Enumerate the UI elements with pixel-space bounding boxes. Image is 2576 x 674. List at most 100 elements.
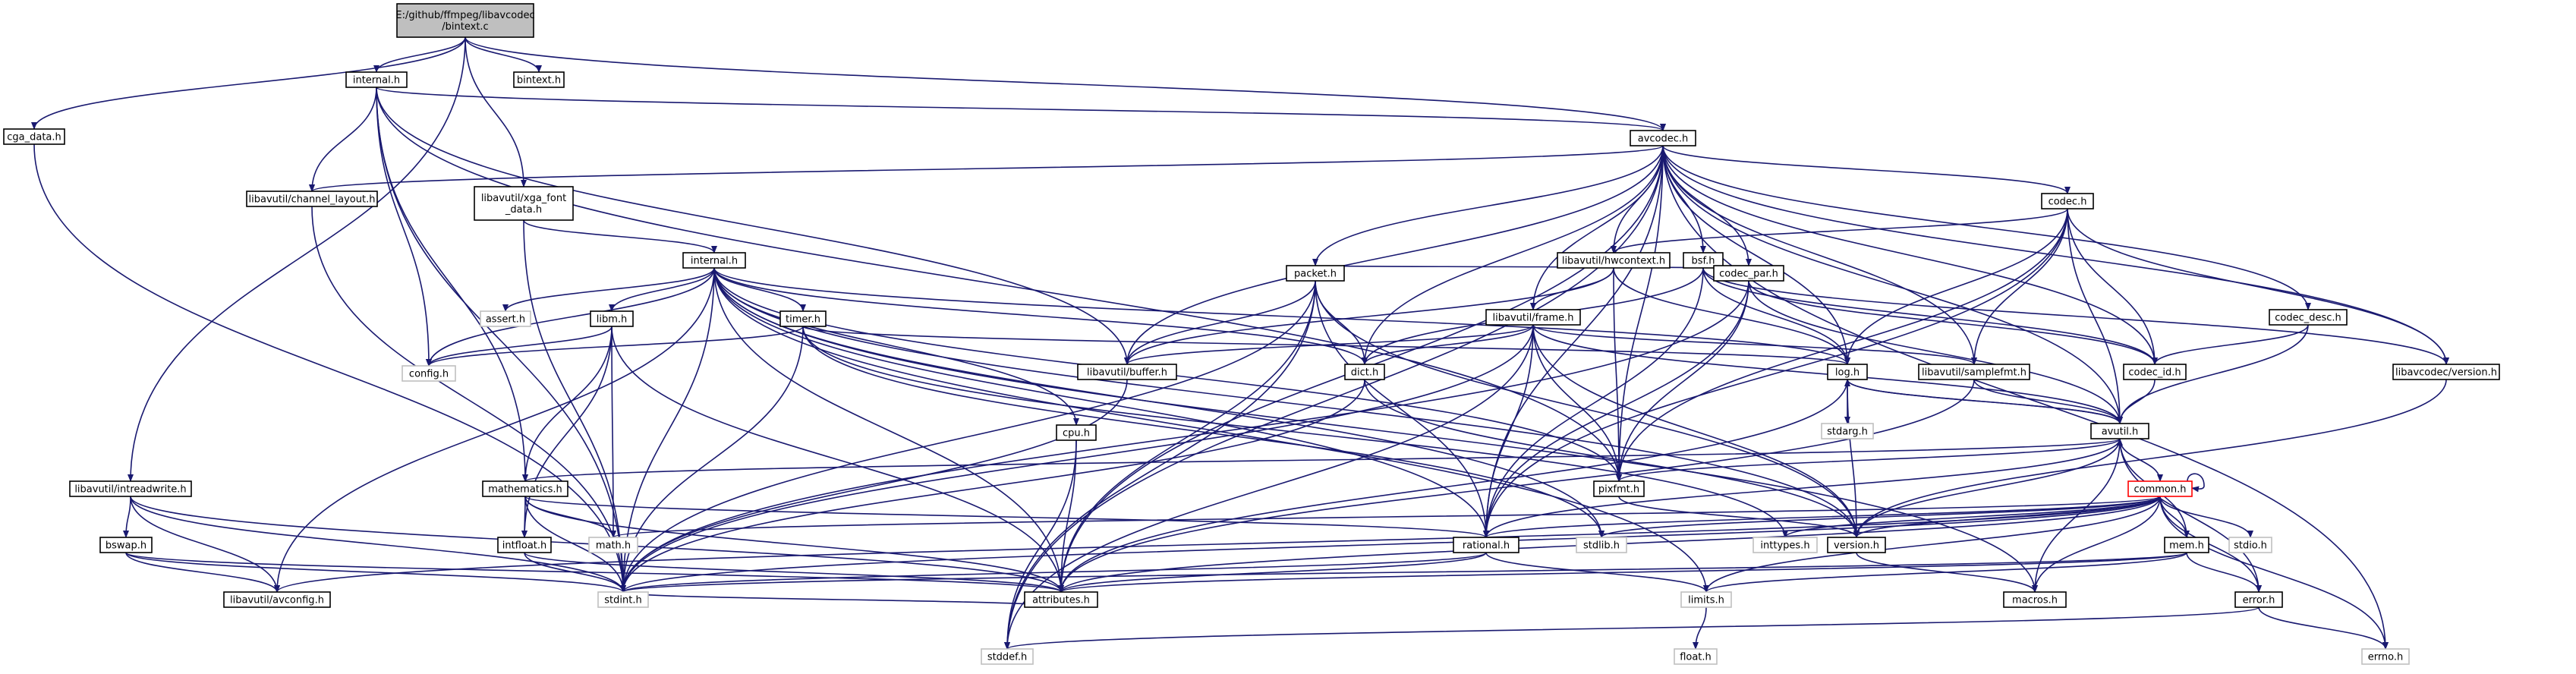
- node-stdint-h[interactable]: stdint.h: [597, 591, 649, 608]
- node-avutil-h[interactable]: avutil.h: [2090, 423, 2149, 439]
- node-label: libm.h: [597, 314, 628, 326]
- node-math-h[interactable]: math.h: [588, 537, 638, 553]
- node-packet-h[interactable]: packet.h: [1286, 265, 1345, 282]
- node-box: [2127, 480, 2193, 497]
- node-label: libavcodec/version.h: [2395, 367, 2497, 379]
- node-hwcontext-h[interactable]: libavutil/hwcontext.h: [1557, 252, 1671, 269]
- node-macros-h[interactable]: macros.h: [2003, 591, 2067, 608]
- node-errno-h[interactable]: errno.h: [2361, 648, 2410, 665]
- node-buffer-h[interactable]: libavutil/buffer.h: [1077, 364, 1177, 380]
- node-stdio-h[interactable]: stdio.h: [2228, 537, 2272, 553]
- node-assert-h[interactable]: assert.h: [480, 310, 531, 327]
- edge-limits-h-to-float-h: [1693, 606, 1707, 650]
- node-intreadwrite-h[interactable]: libavutil/intreadwrite.h: [69, 480, 192, 497]
- node-lavu-internal-h[interactable]: internal.h: [682, 252, 746, 269]
- node-dict-h[interactable]: dict.h: [1344, 364, 1385, 380]
- node-box: [223, 591, 331, 608]
- edge-timer-h-to-config-h: [426, 326, 804, 367]
- node-stdarg-h[interactable]: stdarg.h: [1821, 423, 1874, 439]
- node-codec-h[interactable]: codec.h: [2041, 193, 2094, 209]
- node-pixfmt-h[interactable]: pixfmt.h: [1593, 480, 1645, 497]
- node-box: [69, 480, 192, 497]
- node-float-h[interactable]: float.h: [1674, 648, 1718, 665]
- node-bswap-h[interactable]: bswap.h: [99, 537, 153, 553]
- edge-avcodec-h-to-codec-desc-h: [1662, 145, 2311, 310]
- node-xga-font-data-h[interactable]: libavutil/xga_font_data.h: [474, 186, 574, 221]
- edge-internal-h-to-stdint-h: [376, 87, 626, 593]
- node-stdlib-h[interactable]: stdlib.h: [1576, 537, 1627, 553]
- node-box: [1557, 252, 1671, 269]
- node-mem-h[interactable]: mem.h: [2164, 537, 2209, 553]
- node-libm-h[interactable]: libm.h: [590, 310, 634, 327]
- node-mathematics-h[interactable]: mathematics.h: [482, 480, 568, 497]
- node-avconfig-h[interactable]: libavutil/avconfig.h: [223, 591, 331, 608]
- node-bintext-c[interactable]: E:/github/ffmpeg/libavcodec/bintext.c: [395, 3, 535, 38]
- node-label: bsf.h: [1691, 256, 1715, 267]
- edge-avcodec-h-to-pixfmt-h: [1616, 145, 1664, 482]
- edge-xga-font-data-h-to-lavu-internal-h: [523, 219, 717, 254]
- edge-common-h-to-math-h: [610, 496, 2161, 538]
- edge-version-h-codec-to-version-h: [1853, 379, 2447, 538]
- node-samplefmt-h[interactable]: libavutil/samplefmt.h: [1918, 364, 2030, 380]
- node-attributes-h[interactable]: attributes.h: [1024, 591, 1098, 608]
- node-box: [590, 310, 634, 327]
- node-box: [1056, 424, 1097, 441]
- edge-layer: [31, 36, 2449, 650]
- node-frame-h[interactable]: libavutil/frame.h: [1485, 309, 1581, 326]
- node-label: rational.h: [1463, 540, 1510, 552]
- edge-mem-h-to-attributes-h: [1058, 552, 2187, 593]
- node-rational-h[interactable]: rational.h: [1453, 537, 1519, 553]
- edge-avcodec-h-to-packet-h: [1312, 145, 1664, 266]
- edge-lavu-internal-h-to-config-h: [426, 267, 715, 367]
- node-channel-layout-h[interactable]: libavutil/channel_layout.h: [246, 191, 378, 207]
- node-box: [513, 71, 565, 88]
- node-codec-par-h[interactable]: codec_par.h: [1713, 265, 1784, 282]
- node-box: [2228, 537, 2272, 553]
- edge-libm-h-to-intfloat-h: [521, 326, 613, 538]
- node-box: [1485, 309, 1581, 326]
- edge-bintext-c-to-xga-font-data-h: [464, 36, 527, 187]
- edge-avcodec-h-to-frame-h: [1530, 145, 1664, 310]
- edge-hwcontext-h-to-log-h: [1613, 267, 1850, 365]
- node-intfloat-h[interactable]: intfloat.h: [497, 537, 552, 553]
- node-version-h[interactable]: version.h: [1827, 537, 1886, 553]
- node-version-h-codec[interactable]: libavcodec/version.h: [2392, 364, 2500, 380]
- node-cga-data-h[interactable]: cga_data.h: [3, 128, 65, 145]
- edge-common-h-to-macros-h: [2032, 496, 2161, 593]
- node-common-h[interactable]: common.h: [2127, 480, 2193, 497]
- edge-avcodec-h-to-codec-par-h: [1662, 145, 1752, 266]
- node-label: codec_par.h: [1719, 269, 1778, 280]
- edge-samplefmt-h-to-attributes-h: [1058, 379, 1975, 593]
- node-cpu-h[interactable]: cpu.h: [1056, 424, 1097, 441]
- edge-timer-h-to-inttypes-h: [802, 326, 1788, 538]
- edge-internal-h-to-config-h: [376, 87, 432, 367]
- node-inttypes-h[interactable]: inttypes.h: [1752, 537, 1818, 553]
- node-bintext-h[interactable]: bintext.h: [513, 71, 565, 88]
- node-internal-h[interactable]: internal.h: [345, 71, 408, 88]
- node-bsf-h[interactable]: bsf.h: [1683, 252, 1724, 269]
- node-label: codec.h: [2049, 197, 2087, 208]
- node-error-h[interactable]: error.h: [2234, 591, 2283, 608]
- edge-cpu-h-to-stddef-h: [1004, 439, 1077, 650]
- node-config-h[interactable]: config.h: [402, 365, 456, 382]
- edge-internal-h-to-pixfmt-h: [376, 87, 1622, 482]
- node-box: [246, 191, 378, 207]
- node-codec-desc-h[interactable]: codec_desc.h: [2269, 309, 2348, 326]
- edge-packet-h-to-version-h: [1315, 280, 1860, 538]
- node-label: intfloat.h: [502, 540, 547, 552]
- edge-bintext-c-to-intreadwrite-h: [128, 36, 466, 482]
- edge-bswap-h-to-avconfig-h: [125, 552, 280, 593]
- node-log-h[interactable]: log.h: [1827, 364, 1868, 380]
- edge-codec-h-to-codec-id-h: [2067, 208, 2158, 365]
- edge-bswap-h-to-attributes-h: [125, 552, 1064, 593]
- node-avcodec-h[interactable]: avcodec.h: [1630, 130, 1696, 146]
- node-box: [2123, 364, 2187, 380]
- node-limits-h[interactable]: limits.h: [1680, 591, 1732, 608]
- edge-timer-h-to-stdlib-h: [802, 326, 1604, 538]
- node-timer-h[interactable]: timer.h: [779, 310, 827, 327]
- node-box: [1077, 364, 1177, 380]
- node-codec-id-h[interactable]: codec_id.h: [2123, 364, 2187, 380]
- edge-codec-h-to-log-h: [1844, 208, 2068, 365]
- node-stddef-h[interactable]: stddef.h: [981, 648, 1034, 665]
- edge-frame-h-to-samplefmt-h: [1532, 324, 1977, 365]
